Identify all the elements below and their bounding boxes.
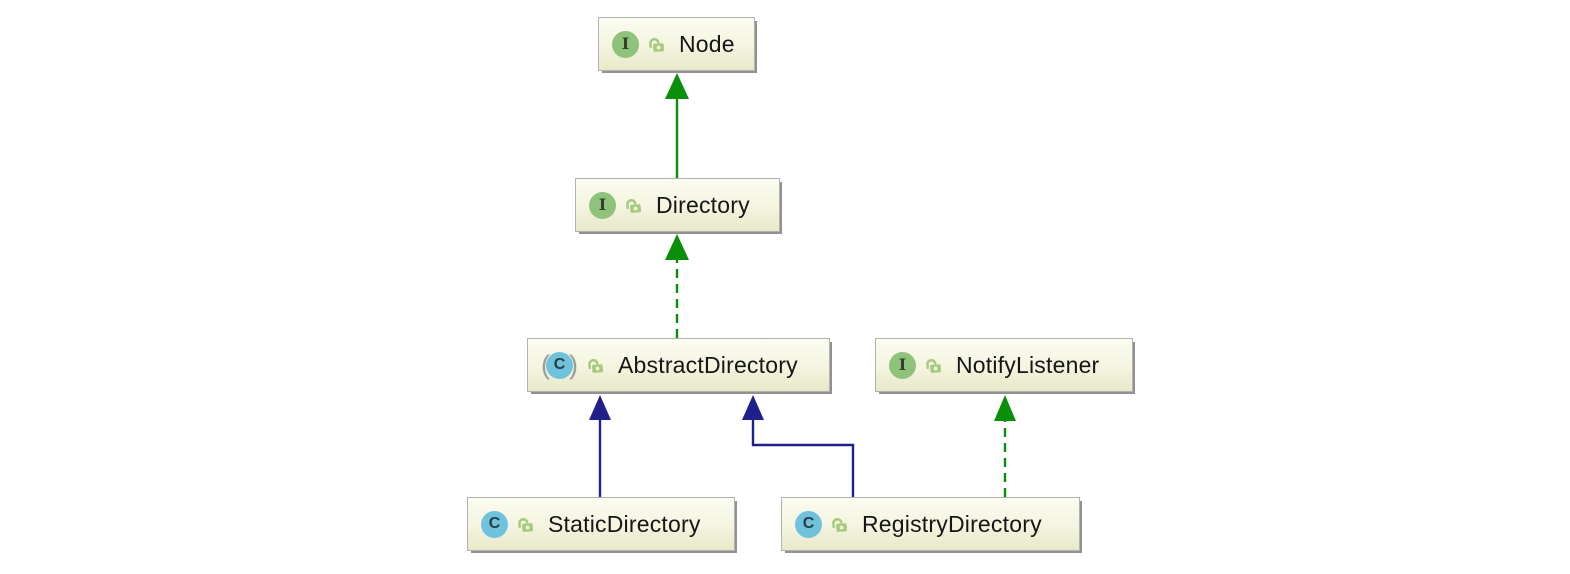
class-label: AbstractDirectory [618,351,798,378]
class-node-StaticDirectory[interactable]: C StaticDirectory [467,497,735,551]
interface-icon: I [889,351,916,379]
arrowhead-icon [994,395,1016,421]
class-label: Directory [656,191,750,218]
interface-icon: I [612,30,639,58]
class-node-Node[interactable]: I Node [598,17,755,71]
class-label: RegistryDirectory [862,510,1042,537]
class-label: Node [679,30,735,57]
class-icon: C [795,510,822,538]
abstract-paren-left: ( [541,351,550,379]
class-icon: C [481,510,508,538]
public-lock-icon [926,358,942,373]
edge-registrydirectory-implements-notifylistener[interactable] [994,395,1016,497]
public-lock-icon [832,517,848,532]
arrowhead-icon [665,234,689,260]
class-node-RegistryDirectory[interactable]: C RegistryDirectory [781,497,1080,551]
arrowhead-icon [665,73,689,99]
abstract-paren-right: ) [569,349,578,380]
arrowhead-icon [589,395,611,420]
edge-registrydirectory-extends-abstractdirectory[interactable] [742,395,855,497]
class-node-Directory[interactable]: I Directory [575,178,780,232]
edge-line [751,419,855,497]
edge-directory-extends-node[interactable] [665,73,689,178]
class-node-AbstractDirectory[interactable]: ( C ) AbstractDirectory [527,338,830,392]
public-lock-icon [649,37,665,52]
public-lock-icon [518,517,534,532]
class-label: StaticDirectory [548,510,701,537]
public-lock-icon [626,198,642,213]
edge-staticdirectory-extends-abstractdirectory[interactable] [589,395,611,497]
edge-abstractdirectory-implements-directory[interactable] [665,234,689,338]
class-node-NotifyListener[interactable]: I NotifyListener [875,338,1133,392]
interface-icon: I [589,191,616,219]
abstract-class-icon: ( C ) [541,349,578,380]
class-icon: C [546,351,573,379]
class-label: NotifyListener [956,351,1100,378]
arrowhead-icon [742,395,764,420]
public-lock-icon [588,358,604,373]
